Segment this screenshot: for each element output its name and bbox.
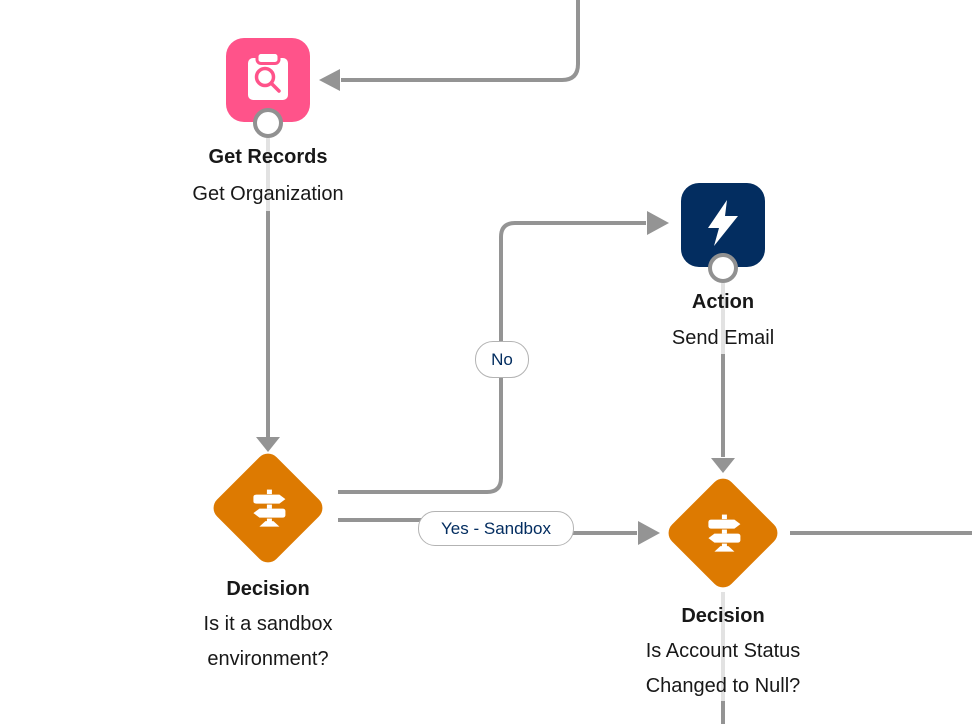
connector-label-yes-sandbox-text: Yes - Sandbox — [441, 518, 551, 538]
decision-account-status-title: Decision — [681, 605, 765, 627]
action-connection-port[interactable] — [708, 253, 738, 283]
decision-account-status-node[interactable] — [663, 473, 783, 593]
connector-into-get-records — [341, 0, 580, 82]
action-subtitle: Send Email — [671, 327, 775, 349]
get-records-connection-port[interactable] — [253, 108, 283, 138]
connector-label-no[interactable]: No — [475, 341, 529, 378]
decision-sandbox-title: Decision — [226, 578, 310, 600]
connector-label-no-text: No — [491, 349, 513, 369]
get-records-title: Get Records — [208, 146, 328, 168]
arrowhead-into-decision2-left — [638, 521, 660, 545]
decision-account-status-subtitle: Is Account Status Changed to Null? — [645, 640, 801, 697]
decision-sandbox-subtitle: Is it a sandbox environment? — [203, 613, 333, 670]
arrowhead-into-get-records — [319, 69, 340, 91]
lightning-bolt-icon — [697, 197, 749, 254]
decision-sandbox-node[interactable] — [208, 448, 328, 568]
arrowhead-into-decision1 — [256, 437, 280, 452]
arrowhead-into-decision2-top — [711, 458, 735, 473]
clipboard-search-icon — [240, 50, 296, 111]
arrowhead-into-action — [647, 211, 669, 235]
signpost-icon — [232, 472, 303, 543]
connector-label-yes-sandbox[interactable]: Yes - Sandbox — [418, 511, 574, 546]
action-title: Action — [691, 291, 755, 313]
get-records-subtitle: Get Organization — [192, 183, 344, 205]
signpost-icon — [687, 497, 758, 568]
